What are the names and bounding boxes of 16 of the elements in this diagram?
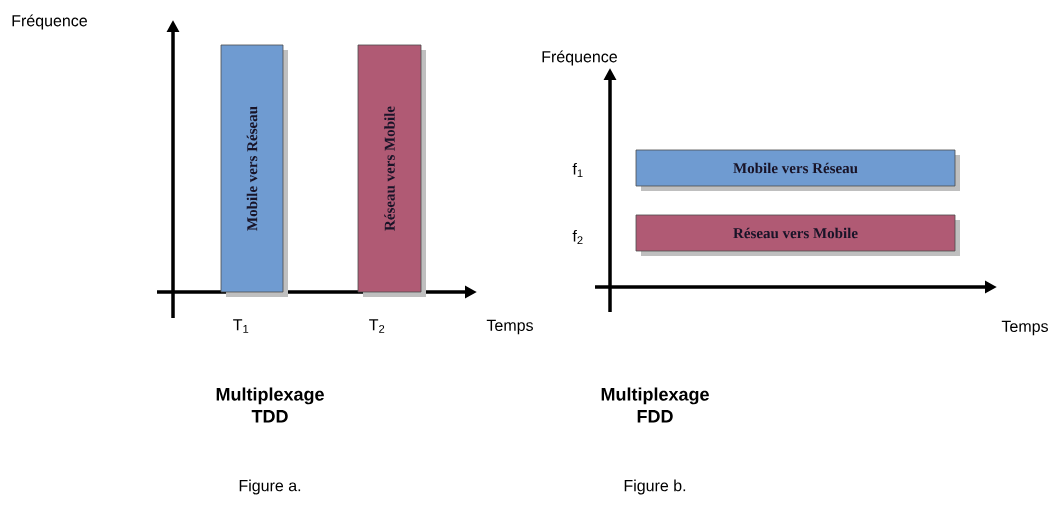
tick-label: f$_{1}$ bbox=[572, 162, 583, 178]
bar: Mobile vers Réseau bbox=[220, 44, 284, 293]
axis-label: Temps bbox=[486, 319, 533, 335]
axis-label: Fréquence bbox=[542, 50, 617, 66]
axis-label: Fréquence bbox=[12, 14, 87, 30]
axis-label: Temps bbox=[1001, 320, 1048, 336]
figure-caption: Figure a. bbox=[239, 479, 301, 495]
figure-caption: Figure b. bbox=[624, 479, 686, 495]
tick-label: f$_{2}$ bbox=[572, 229, 583, 245]
bar: Réseau vers Mobile bbox=[357, 44, 422, 293]
figure-title: Multiplexage TDD bbox=[216, 387, 324, 423]
tick-label: T$_{2}$ bbox=[369, 319, 385, 333]
bar: Réseau vers Mobile bbox=[635, 214, 956, 252]
bar: Mobile vers Réseau bbox=[635, 149, 956, 187]
tick-label: T$_{1}$ bbox=[233, 319, 249, 333]
figure-title: Multiplexage FDD bbox=[601, 387, 709, 423]
